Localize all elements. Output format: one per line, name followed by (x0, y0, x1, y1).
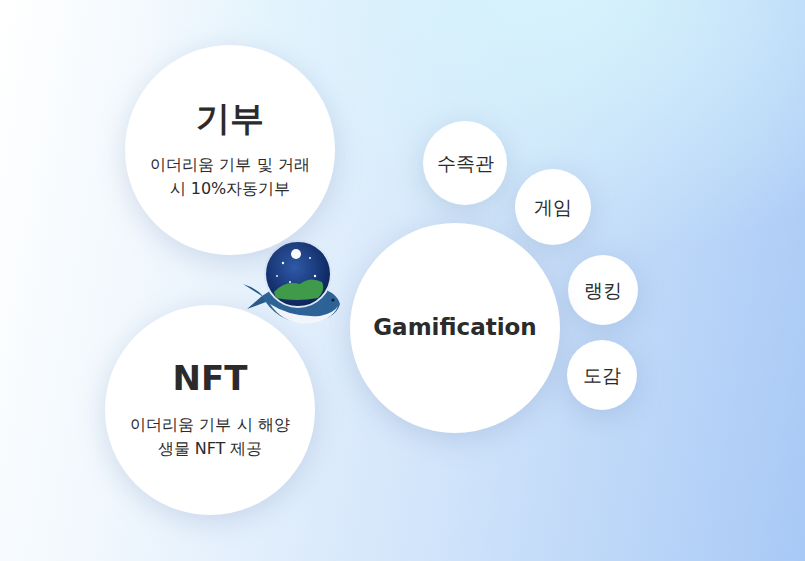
node-title: 랭킹 (584, 279, 622, 302)
node-title: 도감 (583, 364, 621, 387)
feature-circle: Gamification (350, 223, 560, 433)
feature-circle: NFT 이더리움 기부 시 해양생물 NFT 제공 (105, 305, 315, 515)
node-body: 이더리움 기부 시 해양생물 NFT 제공 (130, 413, 290, 463)
node-title: NFT (173, 358, 248, 399)
sub-feature-circle: 랭킹 (568, 255, 638, 325)
node-title: 기부 (196, 98, 264, 139)
node-title: 게임 (534, 196, 572, 219)
sub-feature-circle: 도감 (567, 340, 637, 410)
node-body: 이더리움 기부 및 거래 시 10%자동기부 (150, 153, 310, 203)
circle-outline (105, 305, 315, 515)
whale (243, 241, 340, 324)
node-title: 수족관 (437, 152, 494, 175)
sub-feature-circle: 수족관 (423, 121, 507, 205)
sub-feature-circle: 게임 (515, 169, 591, 245)
node-title: Gamification (373, 314, 537, 342)
circle-outline (125, 45, 335, 255)
feature-circle: 기부이더리움 기부 및 거래 시 10%자동기부 (125, 45, 335, 255)
